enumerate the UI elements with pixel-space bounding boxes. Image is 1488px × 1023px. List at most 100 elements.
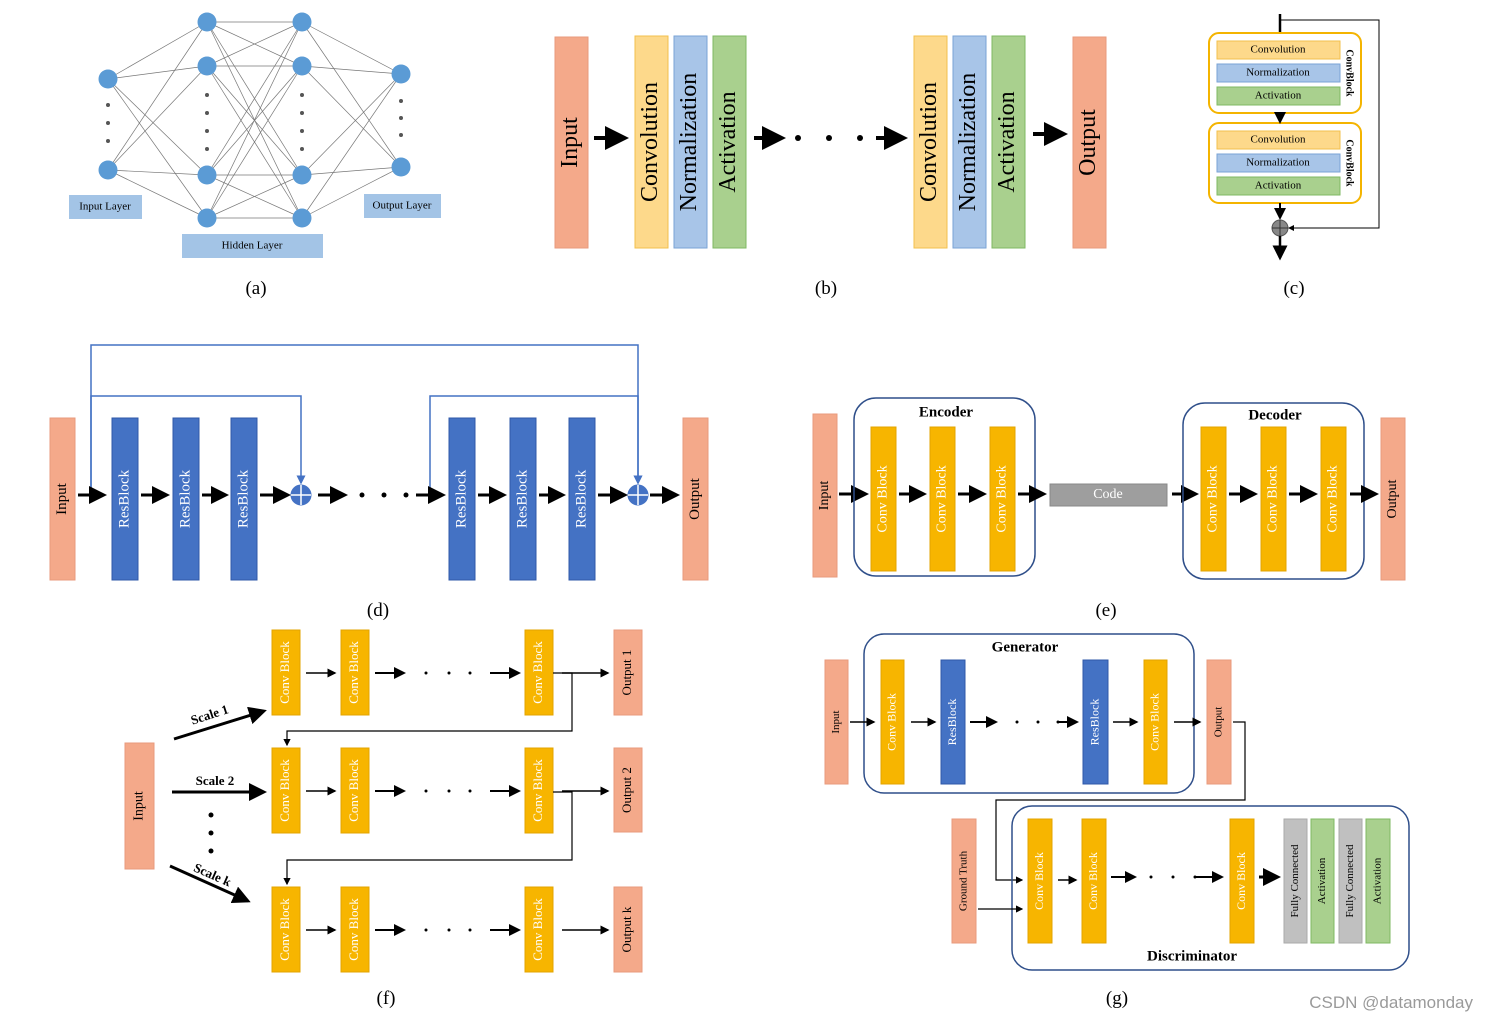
input-box bbox=[554, 36, 589, 249]
convolution-box-2 bbox=[913, 35, 948, 249]
caption-b: (b) bbox=[815, 278, 837, 299]
input-box-label: Input bbox=[557, 117, 583, 168]
act-layer bbox=[1216, 86, 1341, 106]
hidden-layer-text: Hidden Layer bbox=[222, 240, 283, 252]
edge bbox=[107, 21, 208, 171]
edge bbox=[206, 21, 303, 67]
scale-2-label: Scale 2 bbox=[196, 773, 235, 788]
discriminator-convblock-3 bbox=[1229, 818, 1255, 944]
edge bbox=[301, 21, 402, 75]
skip-2 bbox=[429, 395, 643, 495]
ellipsis-dot bbox=[106, 139, 110, 143]
output-2-box bbox=[613, 747, 643, 833]
output-box-label: Output bbox=[1213, 707, 1225, 738]
edge bbox=[107, 169, 208, 176]
edge bbox=[301, 73, 402, 176]
resblock-3-label: ResBlock bbox=[235, 469, 251, 528]
activation-2-label: Activation bbox=[1372, 857, 1384, 904]
edge bbox=[301, 65, 402, 75]
ellipsis-dot bbox=[424, 671, 428, 675]
act-layer bbox=[1216, 176, 1341, 196]
encoder-convblock-3-label: Conv Block bbox=[995, 465, 1010, 532]
generator-title: Generator bbox=[992, 639, 1059, 655]
scale-2-convblock-1-label: Conv Block bbox=[277, 759, 292, 822]
ellipsis-dot bbox=[300, 111, 304, 115]
act-layer-text: Activation bbox=[1255, 90, 1302, 102]
ellipsis-dot bbox=[424, 789, 428, 793]
input-box bbox=[49, 417, 76, 581]
normalization-box-label: Normalization bbox=[676, 73, 702, 212]
ellipsis-dot bbox=[106, 121, 110, 125]
generator-convblock-2-label: Conv Block bbox=[1147, 693, 1161, 751]
scale-3-convblock-3 bbox=[524, 886, 554, 973]
activation-1 bbox=[1310, 818, 1335, 944]
scale-1-convblock-2-label: Conv Block bbox=[346, 641, 361, 704]
act-layer-text: Activation bbox=[1255, 180, 1302, 192]
hidden-layer-label bbox=[182, 234, 323, 258]
scale-2-convblock-3-label: Conv Block bbox=[530, 759, 545, 822]
generator-group bbox=[863, 633, 1195, 794]
edge bbox=[206, 65, 303, 219]
edge bbox=[301, 65, 402, 168]
norm-layer bbox=[1216, 153, 1341, 173]
edge bbox=[301, 21, 402, 168]
fully-connected-2 bbox=[1338, 818, 1363, 944]
conv-layer bbox=[1216, 40, 1341, 60]
ellipsis-dot bbox=[399, 133, 403, 137]
decoder-convblock-2-label: Conv Block bbox=[1266, 465, 1281, 532]
input-box bbox=[824, 659, 849, 785]
ellipsis-dot bbox=[424, 928, 428, 932]
ellipsis-dot bbox=[359, 492, 365, 498]
edge bbox=[301, 73, 402, 219]
ellipsis-dot bbox=[447, 789, 451, 793]
normalization-box-2-label: Normalization bbox=[955, 73, 981, 212]
scale-3-convblock-1-label: Conv Block bbox=[277, 898, 292, 961]
caption-c: (c) bbox=[1283, 278, 1304, 299]
resblock-2-label: ResBlock bbox=[177, 469, 193, 528]
conv-layer bbox=[1216, 130, 1341, 150]
neuron bbox=[197, 12, 217, 32]
convblock-label: ConvBlock bbox=[1344, 49, 1355, 97]
output-box bbox=[1072, 36, 1107, 249]
generator-convblock-2 bbox=[1143, 659, 1168, 785]
encoder-convblock-1-label: Conv Block bbox=[876, 465, 891, 532]
scale-1-convblock-2 bbox=[340, 629, 370, 716]
output-box-label: Output bbox=[1385, 479, 1400, 518]
normalization-box bbox=[673, 35, 708, 249]
ellipsis-dot bbox=[826, 135, 832, 141]
input-box-label: Input bbox=[817, 481, 832, 511]
discriminator-convblock-2-label: Conv Block bbox=[1086, 852, 1100, 910]
ellipsis-dot bbox=[468, 928, 472, 932]
generator-convblock-1-label: Conv Block bbox=[884, 693, 898, 751]
decoder-convblock-2 bbox=[1260, 426, 1287, 572]
ellipsis-dot bbox=[205, 147, 209, 151]
discriminator-title: Discriminator bbox=[1147, 948, 1237, 964]
neuron bbox=[197, 208, 217, 228]
input-box-label: Input bbox=[830, 710, 842, 733]
convolution-box-label: Convolution bbox=[637, 82, 663, 202]
output-3-box-label: Output k bbox=[619, 906, 634, 952]
ellipsis-dot bbox=[381, 492, 387, 498]
caption-d: (d) bbox=[367, 600, 389, 621]
neuron bbox=[292, 56, 312, 76]
edge bbox=[107, 78, 208, 219]
resblock-6-label: ResBlock bbox=[573, 469, 589, 528]
encoder-convblock-3 bbox=[989, 426, 1016, 572]
generator-to-discriminator bbox=[995, 721, 1246, 884]
decoder-convblock-1-label: Conv Block bbox=[1206, 465, 1221, 532]
decoder-convblock-1 bbox=[1200, 426, 1227, 572]
ellipsis-dot bbox=[399, 116, 403, 120]
activation-box bbox=[712, 35, 747, 249]
ellipsis-dot bbox=[795, 135, 801, 141]
fully-connected-1-label: Fully Connected bbox=[1289, 844, 1301, 918]
discriminator-group bbox=[1011, 805, 1410, 971]
scale-3-convblock-2-label: Conv Block bbox=[346, 898, 361, 961]
decoder-convblock-3 bbox=[1320, 426, 1347, 572]
scale-2-convblock-1 bbox=[271, 747, 301, 834]
edge bbox=[107, 169, 208, 219]
activation-box-label: Activation bbox=[715, 91, 741, 192]
